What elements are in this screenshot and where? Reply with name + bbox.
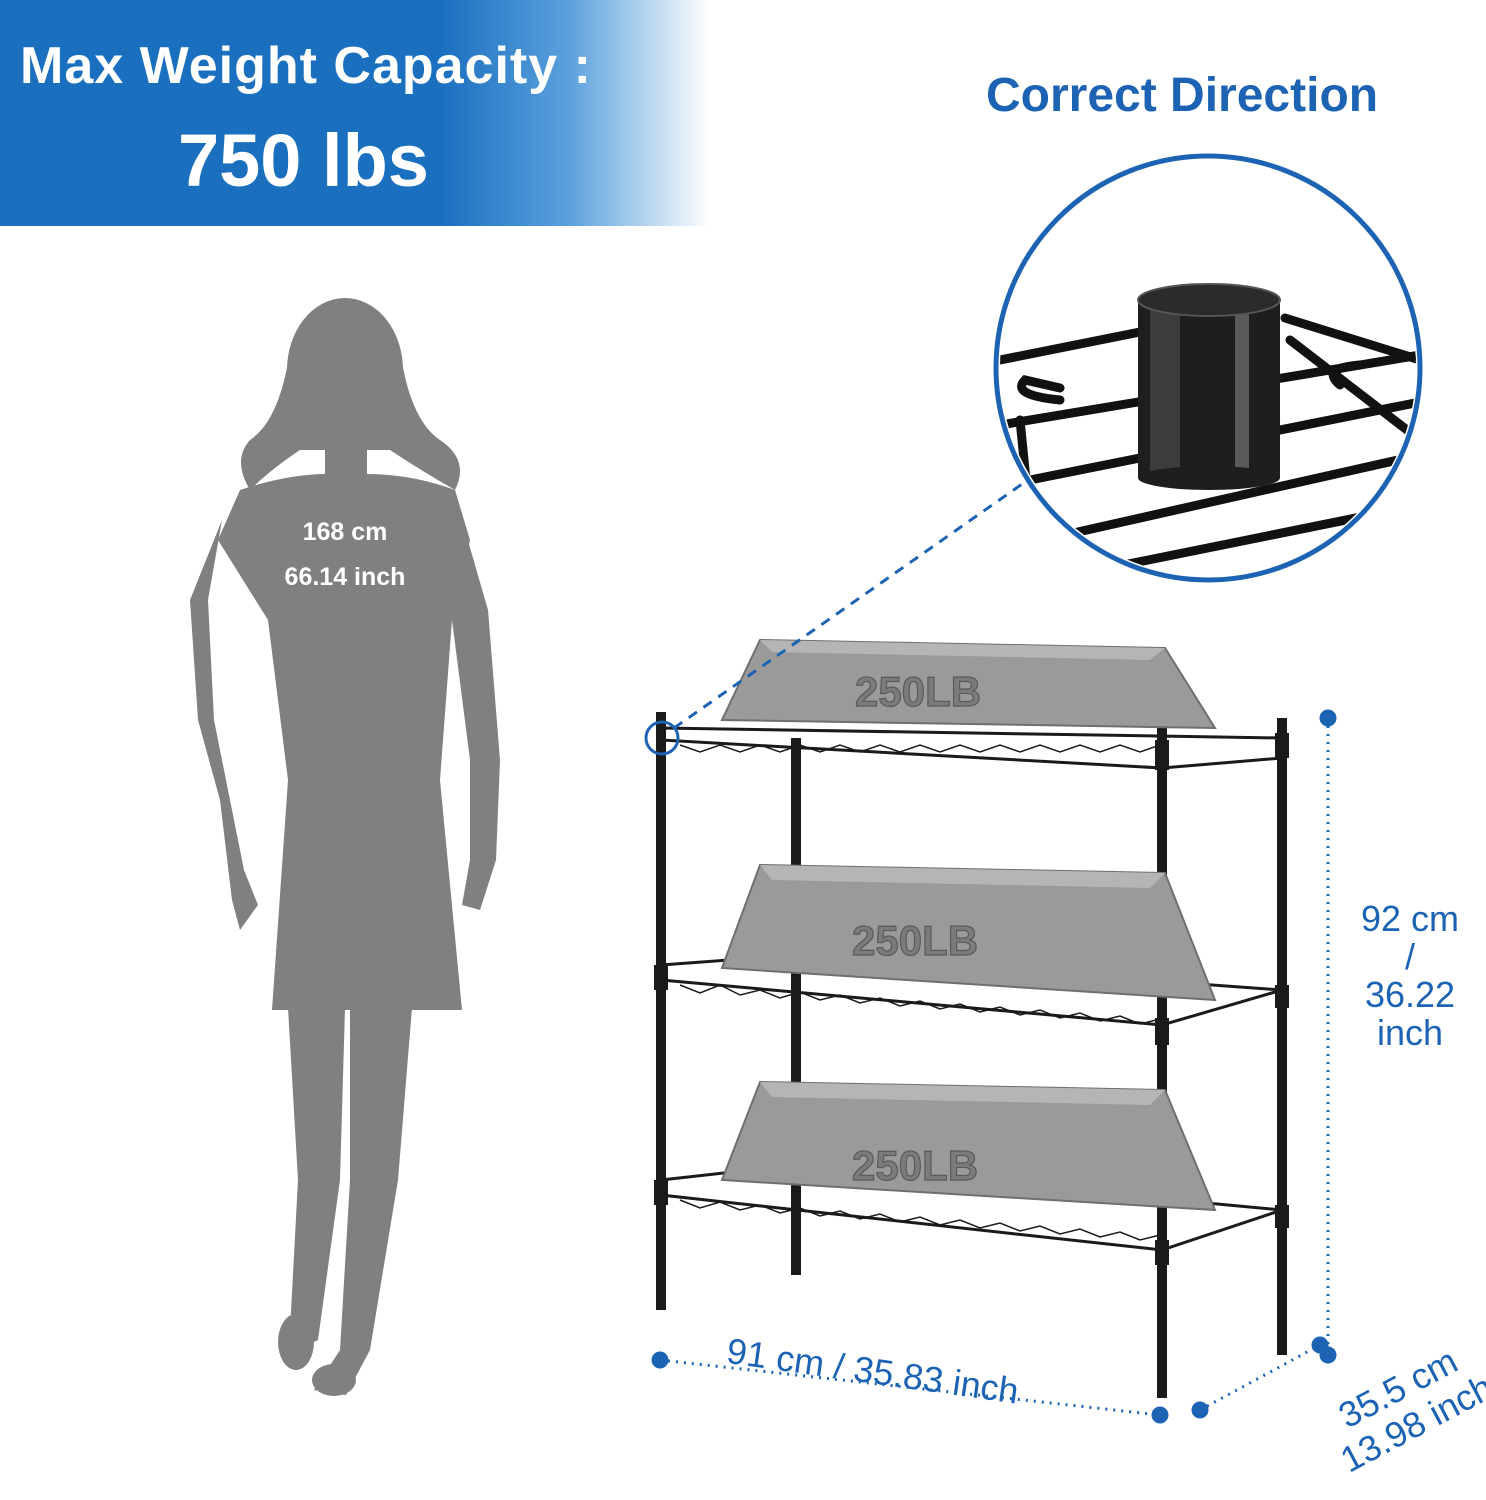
shelf-height-sep: / xyxy=(1404,936,1415,977)
shelf-height-unit: inch xyxy=(1376,1012,1444,1053)
width-dim-dot-left xyxy=(651,1351,669,1369)
woman-silhouette xyxy=(190,298,500,1396)
correct-direction-heading: Correct Direction xyxy=(986,69,1379,122)
figure-height-inch: 66.14 inch xyxy=(284,563,406,591)
dimension-markers xyxy=(651,709,1337,1424)
height-dim-dot-top xyxy=(1319,709,1337,727)
depth-dim-line xyxy=(1199,1343,1321,1412)
shelf-height-label: 92 cm / 36.22 inch xyxy=(1340,900,1480,1052)
weight-label-top: 250LB xyxy=(855,668,981,715)
weight-bottom: 250LB xyxy=(720,1080,1217,1212)
weight-label-bottom: 250LB xyxy=(852,1142,978,1189)
weight-top: 250LB xyxy=(720,638,1217,730)
figure-height-label: 168 cm 66.14 inch xyxy=(250,510,440,600)
callout-target-circle xyxy=(644,720,680,756)
capacity-banner: Max Weight Capacity : 750 lbs xyxy=(0,0,710,226)
shelf-height-inch: 36.22 xyxy=(1364,974,1456,1015)
post-tube xyxy=(1137,283,1281,490)
width-dim-dot-right xyxy=(1151,1406,1169,1424)
weight-middle: 250LB xyxy=(720,863,1217,1002)
figure-height-cm: 168 cm xyxy=(302,518,388,546)
capacity-value: 750 lbs xyxy=(178,119,429,202)
depth-dim-dot-left xyxy=(1191,1401,1209,1419)
capacity-title: Max Weight Capacity : xyxy=(20,37,592,95)
wire-shelf-unit xyxy=(654,712,1289,1398)
weight-label-middle: 250LB xyxy=(852,917,978,964)
shelf-height-cm: 92 cm xyxy=(1360,898,1460,939)
depth-dim-dot-right xyxy=(1311,1336,1329,1354)
